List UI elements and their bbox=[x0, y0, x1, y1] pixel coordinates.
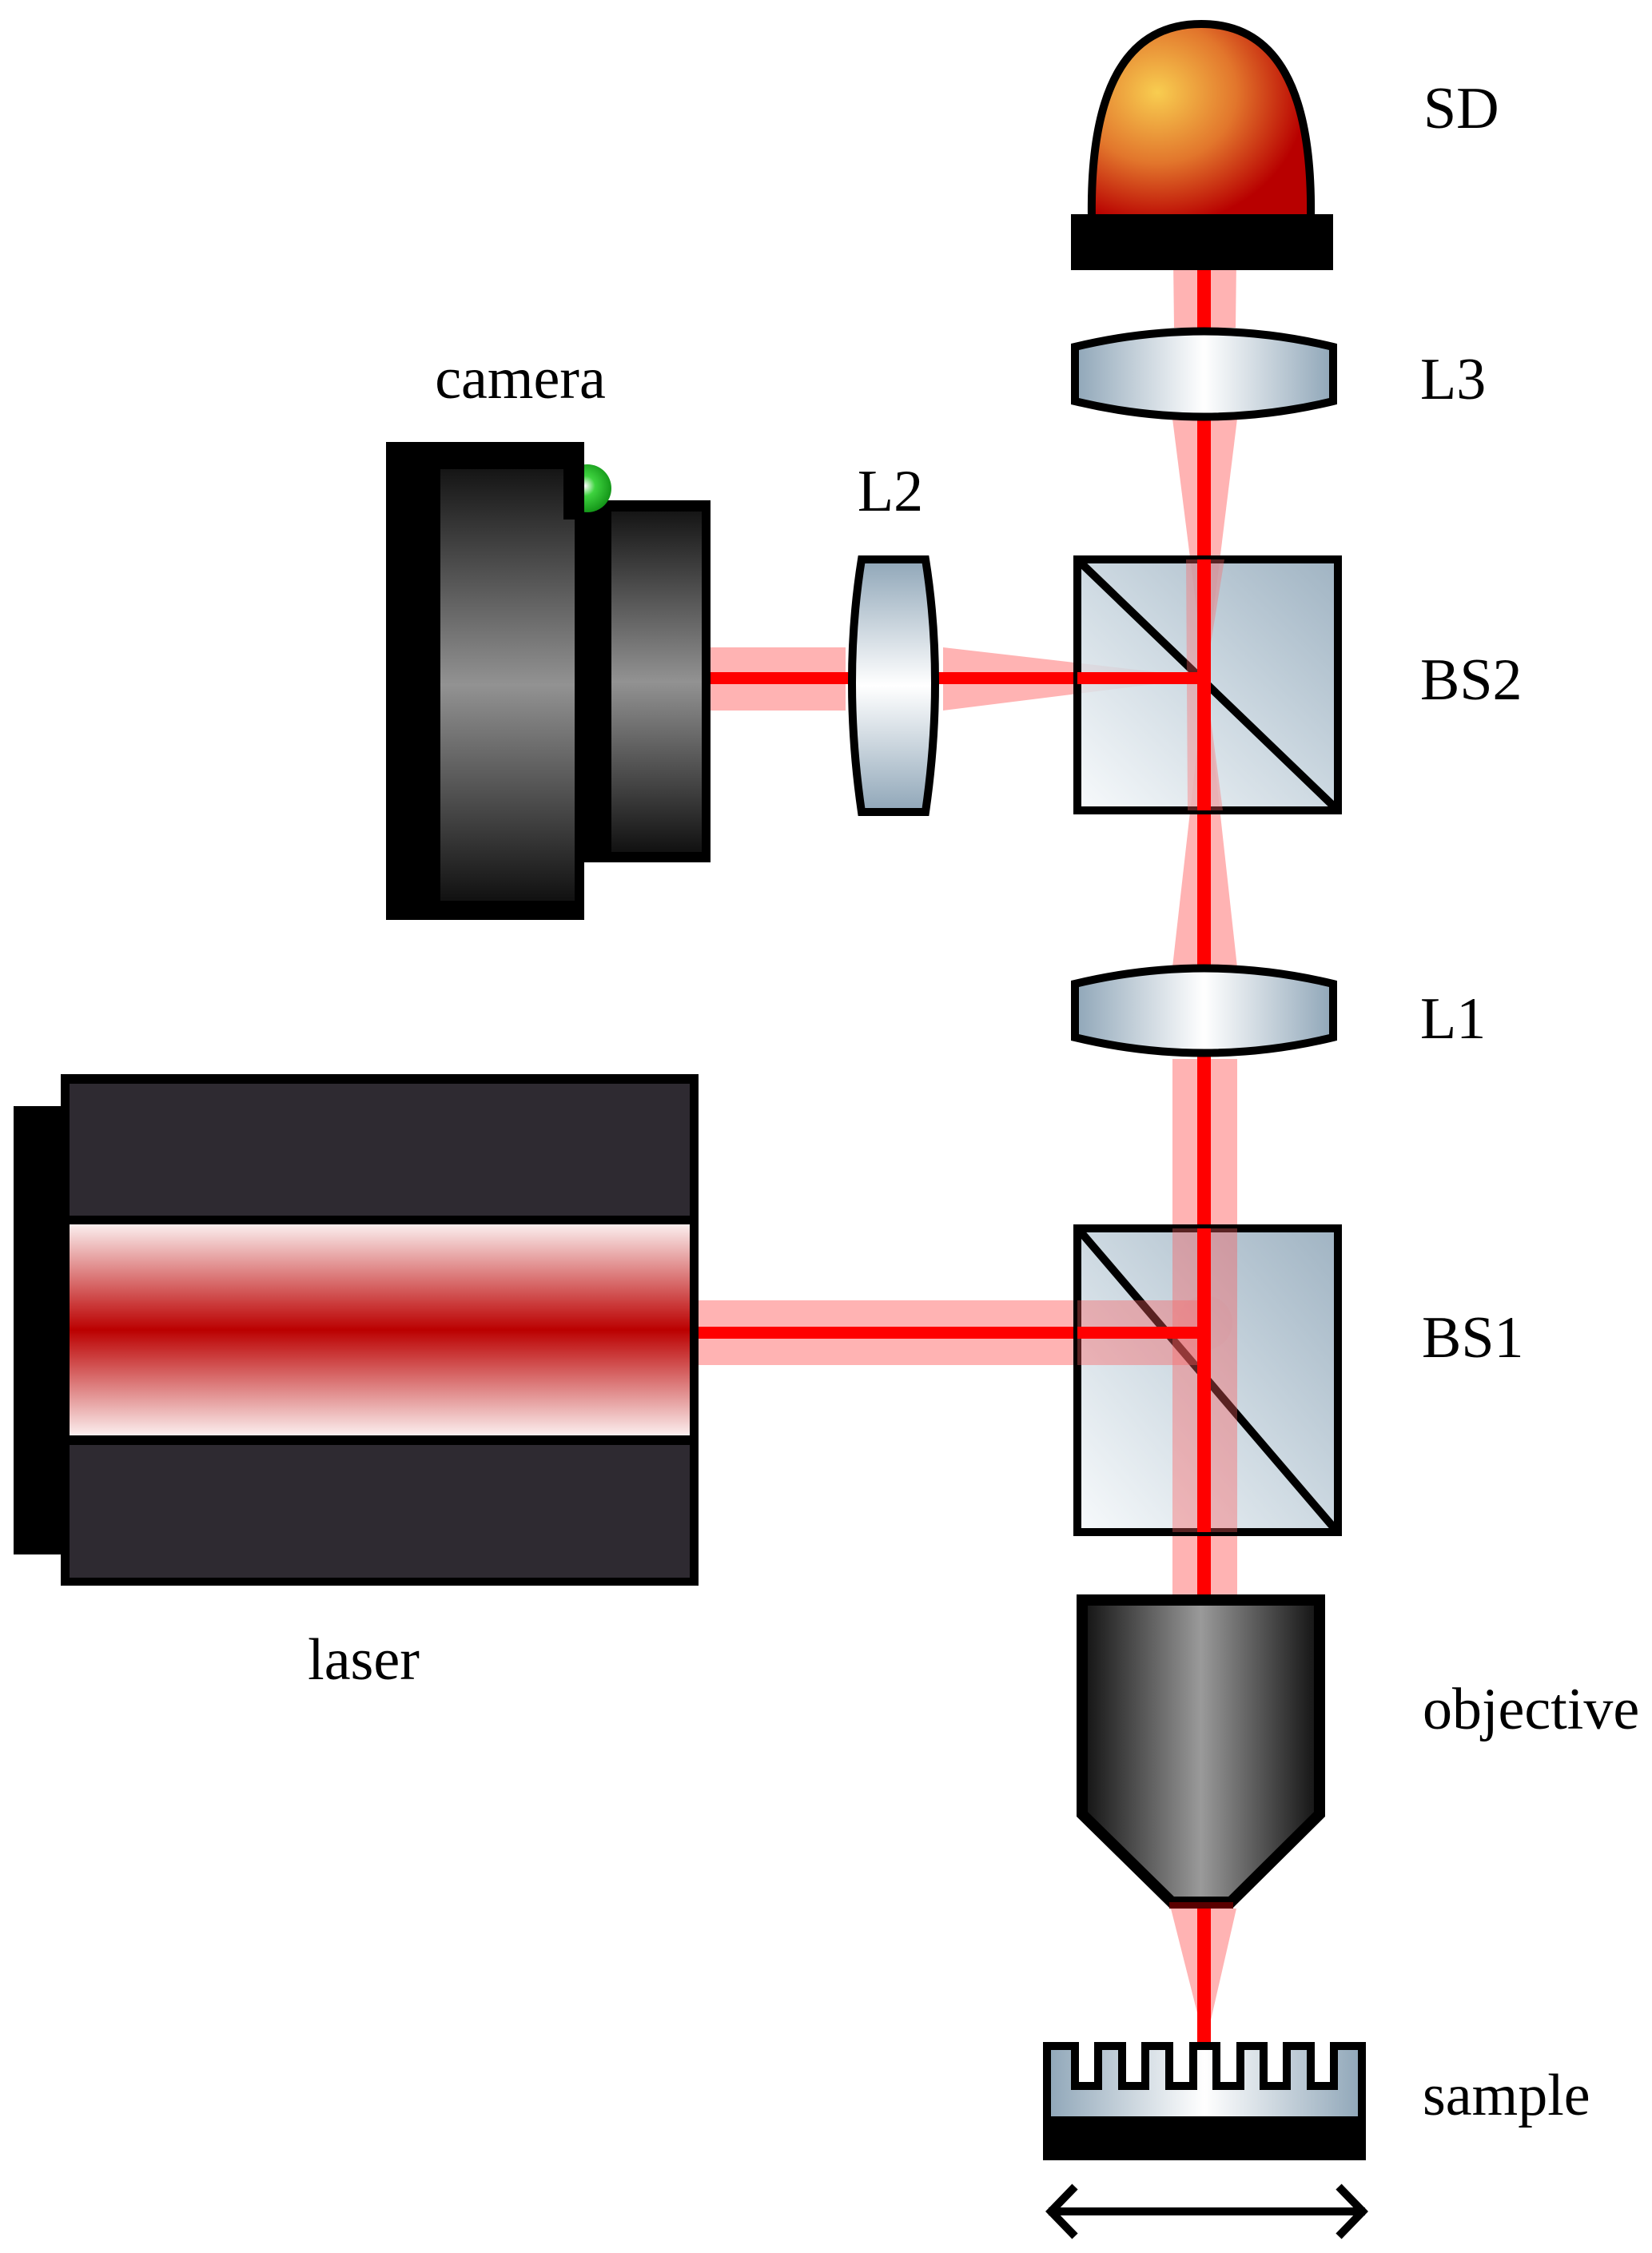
sample-grating bbox=[1043, 2042, 1366, 2124]
objective-beam-core bbox=[1197, 1909, 1211, 2044]
label-bs1: BS1 bbox=[1422, 1305, 1524, 1371]
arrow-head-right bbox=[1336, 2183, 1368, 2239]
laser-beam-stripe bbox=[70, 1224, 690, 1435]
label-laser: laser bbox=[308, 1627, 420, 1693]
laser-bottom-panel bbox=[70, 1445, 690, 1578]
lens-l2 bbox=[848, 555, 939, 816]
objective bbox=[1077, 1594, 1325, 2044]
objective-body bbox=[1077, 1594, 1325, 1908]
label-l1: L1 bbox=[1420, 986, 1486, 1052]
laser-top-panel bbox=[70, 1084, 690, 1216]
lens-l2-shape bbox=[848, 555, 939, 816]
bs2-beam-overlay bbox=[1077, 559, 1224, 810]
label-l2: L2 bbox=[858, 459, 923, 524]
label-objective: objective bbox=[1423, 1677, 1639, 1742]
camera bbox=[386, 442, 711, 920]
lens-l3 bbox=[1071, 327, 1337, 421]
bs2-beam-core-v bbox=[1197, 559, 1211, 810]
lens-l1 bbox=[1071, 964, 1337, 1057]
label-l3: L3 bbox=[1420, 347, 1486, 412]
laser bbox=[14, 1074, 699, 1586]
label-camera: camera bbox=[435, 346, 606, 412]
beam-splitter-bs1 bbox=[1073, 1224, 1342, 1536]
label-sample: sample bbox=[1423, 2063, 1590, 2128]
stage-motion-arrow-icon bbox=[1045, 2183, 1368, 2239]
sample-base bbox=[1043, 2120, 1366, 2160]
camera-led-mask bbox=[563, 456, 584, 519]
camera-front-face bbox=[611, 512, 702, 852]
camera-body-face bbox=[440, 469, 575, 901]
objective-aperture bbox=[1169, 1902, 1233, 1909]
bs1-beam-core-h bbox=[1077, 1327, 1205, 1339]
bs1-beam-core-v bbox=[1197, 1228, 1211, 1532]
lens-l1-shape bbox=[1071, 964, 1337, 1057]
sd-base-plate bbox=[1071, 214, 1333, 270]
label-bs2: BS2 bbox=[1420, 647, 1523, 713]
detector-sd bbox=[1071, 19, 1333, 270]
arrow-head-left bbox=[1045, 2183, 1078, 2239]
labels: SD L3 camera L2 BS2 L1 laser BS1 objecti… bbox=[308, 76, 1639, 2128]
sd-dome bbox=[1087, 19, 1316, 224]
sample-stage bbox=[1043, 2042, 1368, 2239]
label-sd: SD bbox=[1423, 76, 1499, 141]
laser-back-plate bbox=[14, 1106, 63, 1554]
lens-l3-shape bbox=[1071, 327, 1337, 421]
bs2-beam-core-h bbox=[1077, 672, 1205, 684]
